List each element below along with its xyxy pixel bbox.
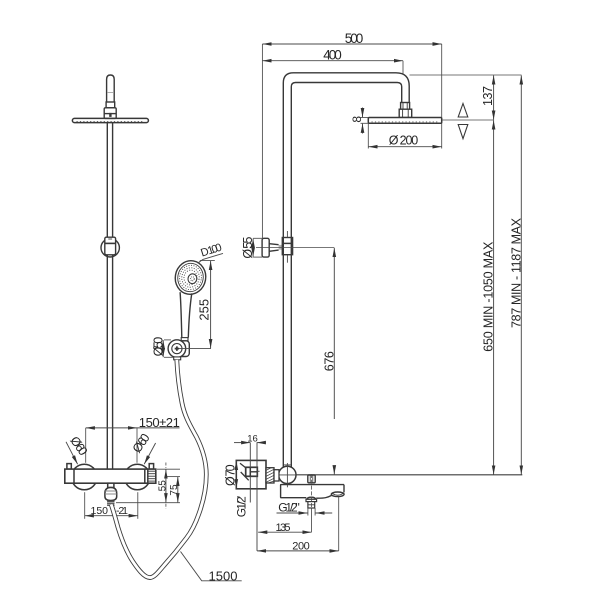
svg-text:Ø 70: Ø 70 xyxy=(223,464,237,486)
svg-text:75: 75 xyxy=(169,484,180,496)
svg-text:500: 500 xyxy=(345,31,364,46)
svg-text:650 MIN -1050 MAX: 650 MIN -1050 MAX xyxy=(482,241,496,352)
svg-text:150: 150 xyxy=(91,505,109,517)
svg-text:200: 200 xyxy=(292,540,310,552)
svg-text:255: 255 xyxy=(197,299,212,321)
svg-text:Ø 200: Ø 200 xyxy=(389,133,419,147)
svg-text:Ø 55: Ø 55 xyxy=(241,237,255,259)
svg-text:16: 16 xyxy=(247,433,258,444)
svg-text:137: 137 xyxy=(481,86,495,106)
svg-text:676: 676 xyxy=(323,351,337,371)
svg-text:150±21: 150±21 xyxy=(139,415,180,430)
svg-text:787 MIN - 1187 MAX: 787 MIN - 1187 MAX xyxy=(509,217,523,328)
svg-text:135: 135 xyxy=(276,522,291,534)
svg-text:G1/2": G1/2" xyxy=(278,501,300,515)
svg-text:400: 400 xyxy=(323,48,342,63)
svg-text:- 21: - 21 xyxy=(116,505,128,517)
svg-text:Ø 50: Ø 50 xyxy=(152,337,166,357)
svg-text:G1/2': G1/2' xyxy=(234,496,248,518)
svg-text:55: 55 xyxy=(157,480,168,492)
svg-text:1500: 1500 xyxy=(209,568,238,583)
svg-text:8: 8 xyxy=(350,116,364,123)
